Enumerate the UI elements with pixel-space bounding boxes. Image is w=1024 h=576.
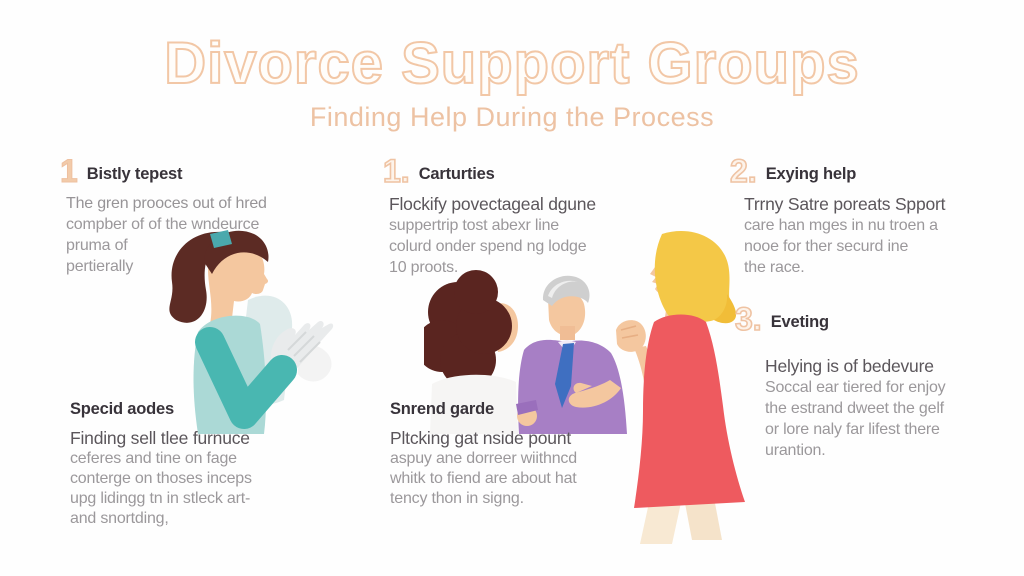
section-lead: The gren prooces out of hred <box>66 195 267 213</box>
section-line: pruma of <box>66 237 128 255</box>
section-line: conterge on thoses inceps <box>70 470 252 487</box>
section-line: whitk to fiend are about hat <box>390 470 577 487</box>
section-heading: Eveting <box>770 313 829 331</box>
section-lead: Flockify povectageal dgune <box>389 194 596 215</box>
section-line: compber of of the wndeurce <box>66 216 260 234</box>
section-lead: Helying is of bedevure <box>765 356 934 377</box>
section-lead: Pltcking gat nside pount <box>390 428 572 448</box>
section-line: pertierally <box>66 258 134 276</box>
section-line: the estrand dweet the gelf <box>765 400 944 418</box>
section-specid-aodes: Specid aodes Finding sell tlee furnuce c… <box>70 400 370 529</box>
section-line: upg lidingg tn in stleck art- <box>70 490 251 507</box>
section-line: suppertrip tost abexr line <box>389 217 560 235</box>
section-line: nooe for ther securd ine <box>744 238 909 256</box>
section-snrend-garde: Snrend garde Pltcking gat nside pount as… <box>390 400 690 509</box>
section-line: or lore naly far lifest there <box>765 421 940 439</box>
section-bistly-tepest: 1 Bistly tepest The gren prooces out of … <box>60 153 360 277</box>
section-number: 2. <box>729 153 757 189</box>
section-heading: Exying help <box>765 165 857 183</box>
section-line: ceferes and tine on fage <box>70 450 237 467</box>
section-line: the race. <box>744 259 805 277</box>
section-line: care han mges in nu troen a <box>744 217 938 235</box>
section-eveting: 3. Eveting Helying is of bedevure Soccal… <box>734 301 1015 461</box>
section-number: 1. <box>382 153 410 189</box>
section-number: 1 <box>60 153 79 189</box>
section-exying-help: 2. Exying help Trrny Satre poreats Sppor… <box>729 153 1010 278</box>
section-line: 10 proots. <box>389 259 459 277</box>
section-heading: Specid aodes <box>70 400 174 418</box>
section-heading: Carturties <box>418 165 495 183</box>
section-lead: Finding sell tlee furnuce <box>70 428 250 448</box>
section-carturties: 1. Carturties Flockify povectageal dgune… <box>382 153 683 278</box>
illustration-woman-ponytail <box>169 230 334 434</box>
infographic-title: Divorce Support Groups <box>163 30 860 97</box>
section-line: tency thon in signg. <box>390 490 524 507</box>
section-line: colurd onder spend ng lodge <box>389 238 587 256</box>
section-line: urantion. <box>765 442 826 460</box>
section-line: Soccal ear tiered for enjoy <box>765 379 946 397</box>
illustration-woman-red-dress <box>616 231 745 544</box>
section-line: and snortding, <box>70 510 169 527</box>
illustration-couple-talking <box>424 270 627 434</box>
section-heading: Bistly tepest <box>86 165 183 183</box>
section-lead: Trrny Satre poreats Spport <box>744 194 946 215</box>
section-line: aspuy ane dorreer wiithncd <box>390 450 577 467</box>
infographic-subtitle: Finding Help During the Process <box>309 102 715 132</box>
section-heading: Snrend garde <box>390 400 494 418</box>
section-number: 3. <box>734 301 762 337</box>
